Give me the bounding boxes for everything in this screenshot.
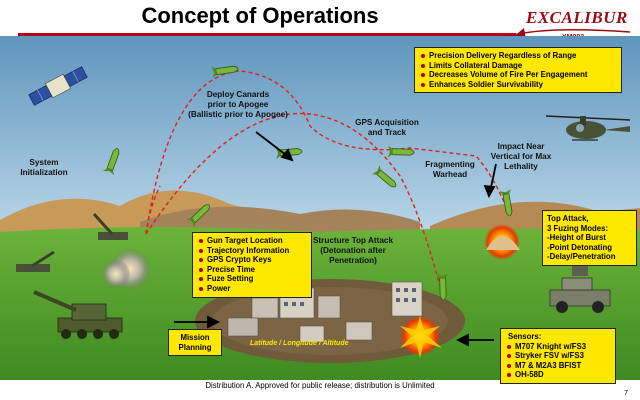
page-number: 7 [624,390,628,397]
explosion-icon [400,316,442,358]
benefit-item: Limits Collateral Damage [420,61,616,71]
benefits-box: Precision Delivery Regardless of Range L… [414,47,622,94]
sensors-box: Sensors: M707 Knight w/FS3 Stryker FSV w… [500,328,616,384]
howitzer-icon [33,290,123,339]
sensor-item: M707 Knight w/FS3 [506,342,610,352]
benefit-item: Enhances Soldier Survivability [420,80,616,90]
top-attack-box: Top Attack, 3 Fuzing Modes: -Height of B… [542,210,637,266]
howitzer-icon [16,250,55,272]
logo-word: EXCALIBUR [526,8,628,27]
humvee-icon [549,264,611,313]
satellite-icon [28,66,88,106]
sensor-item: OH-58D [506,370,610,380]
explosion-icon [484,224,520,260]
trajectory-paths [145,70,509,287]
distribution-statement: Distribution A. Approved for public rele… [205,381,435,390]
howitzer-icon [92,212,128,240]
pointer-arrows [174,131,497,347]
sensor-item: M7 & M2A3 BFIST [506,361,610,371]
data-item: Power [198,284,306,294]
data-item: Precise Time [198,265,306,275]
sensor-item: Stryker FSV w/FS3 [506,351,610,361]
gun-target-box: Gun Target Location Trajectory Informati… [192,232,312,298]
data-item: Trajectory Information [198,246,306,256]
data-item: Fuze Setting [198,274,306,284]
coordinates-label: Latitude / Longitude / Altitude [250,340,349,347]
benefit-item: Decreases Volume of Fire Per Engagement [420,70,616,80]
benefit-item: Precision Delivery Regardless of Range [420,51,616,61]
data-item: Gun Target Location [198,236,306,246]
helicopter-icon [545,115,631,141]
smoke-cloud [102,249,150,289]
data-item: GPS Crypto Keys [198,255,306,265]
page-title: Concept of Operations [141,3,379,28]
title-rule [18,33,516,36]
